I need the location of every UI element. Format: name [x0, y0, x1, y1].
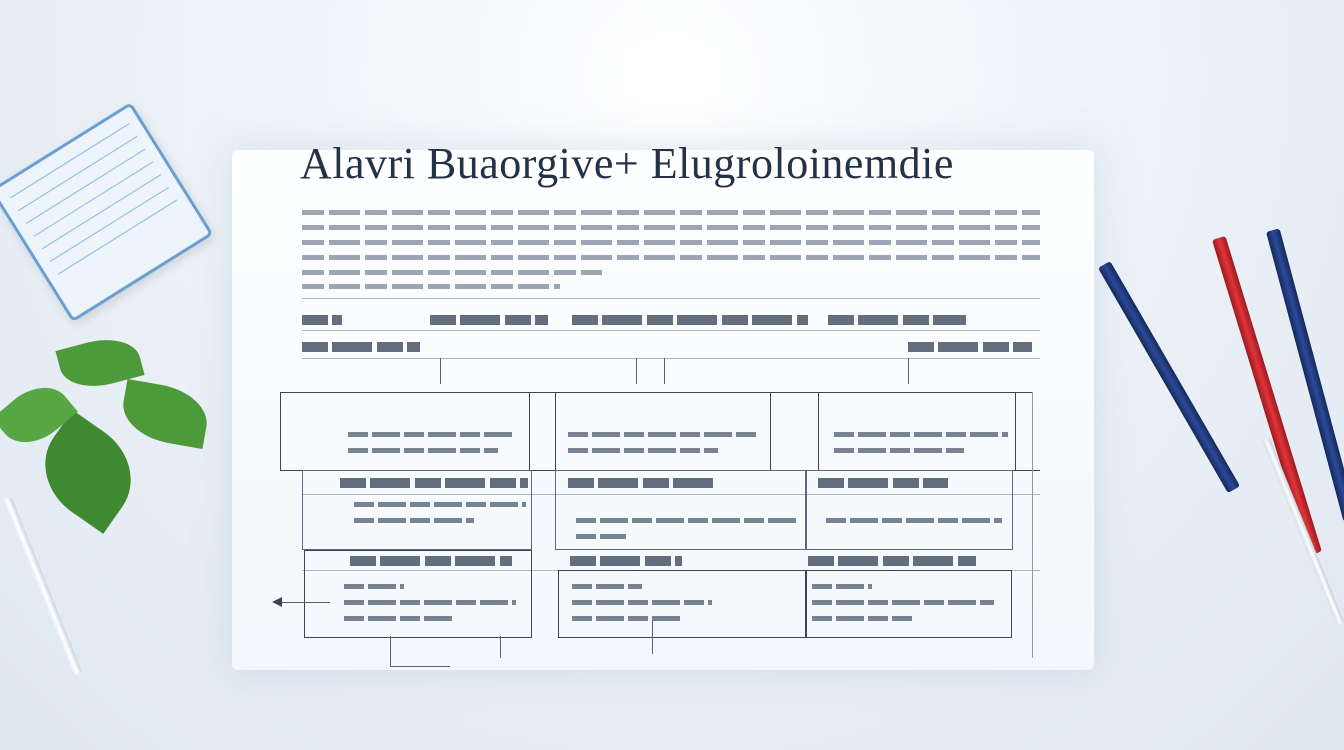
- box-text: [834, 432, 1008, 464]
- box-text: [348, 432, 516, 464]
- arrow-left-icon: [272, 597, 282, 607]
- box-text: [576, 518, 800, 550]
- divider: [302, 298, 1040, 299]
- notepad-icon: [0, 102, 214, 323]
- box-text: [572, 584, 712, 632]
- diagram-box: [805, 470, 1013, 550]
- section-header: [302, 315, 342, 325]
- box-text: [354, 502, 526, 534]
- connector: [390, 636, 391, 666]
- section-header: [572, 315, 808, 325]
- section-header: [828, 315, 966, 325]
- box-header: [818, 478, 948, 488]
- section-header: [430, 315, 548, 325]
- connector: [500, 636, 501, 658]
- box-header: [570, 556, 682, 566]
- box-text: [812, 584, 994, 632]
- connector: [664, 358, 665, 384]
- pen-icon: [2, 496, 83, 677]
- box-header: [568, 478, 718, 488]
- box-header: [350, 556, 512, 566]
- diagram-box: [558, 570, 806, 638]
- diagram-box: [302, 470, 532, 550]
- box-text: [826, 518, 1002, 534]
- divider: [302, 358, 1040, 359]
- diagram-box: [806, 570, 1012, 638]
- section-header: [908, 342, 1032, 352]
- paper-edge-line: [1032, 392, 1033, 658]
- pencil-icon: [1098, 261, 1241, 494]
- box-text: [344, 584, 516, 632]
- connector: [908, 358, 909, 384]
- connector: [390, 666, 450, 667]
- connector: [440, 358, 441, 384]
- connector: [652, 620, 653, 654]
- diagram-line: [302, 494, 1040, 495]
- connector: [280, 602, 330, 603]
- box-header: [340, 478, 528, 488]
- diagram-box: [555, 470, 807, 550]
- divider: [302, 330, 1040, 331]
- document-title: Alavri Buaorgive+ Elugroloinemdie: [300, 139, 954, 188]
- box-text: [568, 432, 758, 464]
- connector: [636, 358, 637, 384]
- section-header: [302, 342, 420, 352]
- diagram-box: [304, 550, 532, 638]
- diagram-top-line: [280, 392, 1032, 393]
- pencil-icon: [1212, 235, 1322, 556]
- box-header: [808, 556, 976, 566]
- document-paper: [232, 150, 1094, 670]
